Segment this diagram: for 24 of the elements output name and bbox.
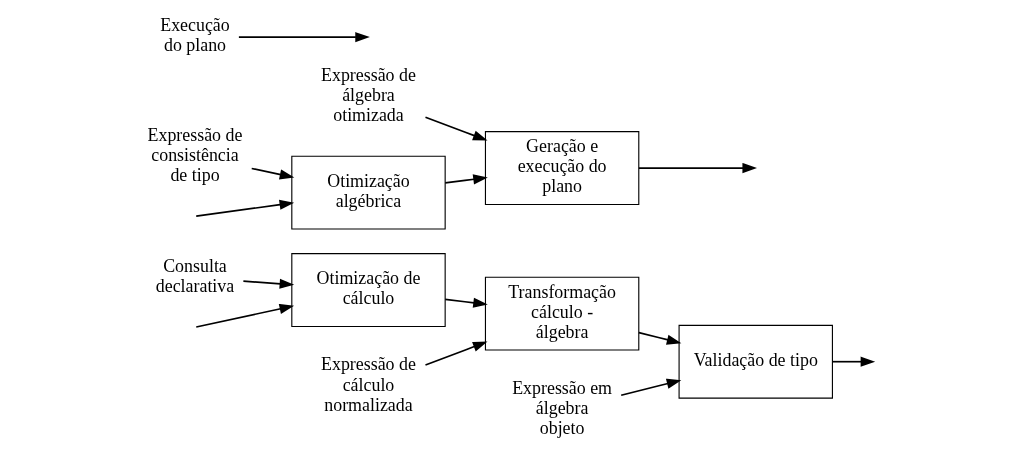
arrow — [238, 32, 370, 43]
arrow — [638, 331, 682, 345]
arrow — [444, 297, 488, 308]
arrow — [424, 341, 488, 366]
node-text: Consulta declarativa — [155, 255, 235, 297]
arrow — [831, 356, 876, 367]
arrow — [424, 116, 488, 141]
node-box: Otimização de cálculo — [291, 253, 446, 327]
arrow — [195, 199, 295, 217]
node-text: Execução do plano — [160, 15, 230, 56]
arrow — [620, 378, 682, 397]
node-text: Expressão em álgebra objeto — [512, 377, 613, 439]
node-box: Transformação cálculo - álgebra — [484, 276, 640, 351]
arrow — [250, 167, 295, 180]
node-box: Geração e execução do plano — [484, 131, 640, 205]
node-text: Expressão de consistência de tipo — [147, 124, 243, 186]
arrow — [242, 278, 295, 289]
arrow — [195, 303, 295, 328]
arrow — [638, 162, 757, 174]
node-box: Validação de tipo — [678, 324, 833, 399]
node-box: Otimização algébrica — [291, 155, 446, 230]
arrow — [444, 174, 488, 185]
node-text: Expressão de cálculo normalizada — [321, 354, 416, 415]
node-text: Expressão de álgebra otimizada — [321, 64, 416, 125]
